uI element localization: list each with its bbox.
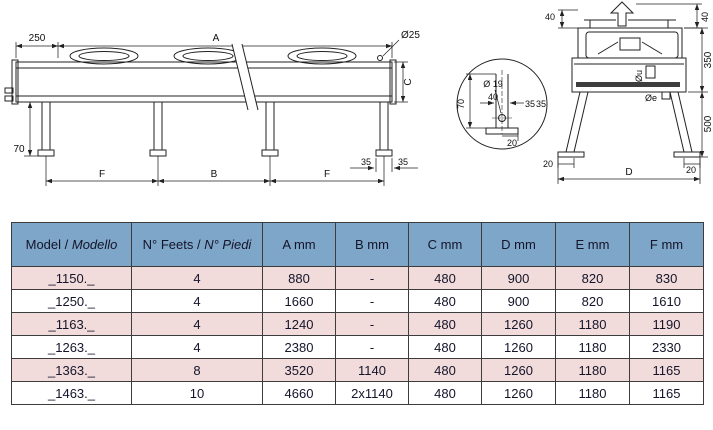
cell-b: -: [335, 335, 409, 359]
cell-model: _1250._: [11, 289, 132, 313]
cell-a: 3520: [262, 358, 336, 382]
cell-d: 1260: [481, 381, 556, 405]
dim-label-40-detail: 40: [488, 92, 498, 102]
col-header-feet: N° Feets / N° Piedi: [131, 222, 263, 267]
dim-label-35a-detail: 35: [525, 99, 535, 109]
cell-model: _1163._: [11, 312, 132, 336]
spec-table-header-row: Model / Modello N° Feets / N° Piedi A mm…: [11, 222, 704, 267]
cell-d: 1260: [481, 312, 556, 336]
dim-label-20-left: 20: [543, 159, 553, 169]
cell-c: 480: [408, 358, 482, 382]
col-header-model: Model / Modello: [11, 222, 132, 267]
dim-label-35-left: 35: [361, 157, 371, 167]
cell-model: _1463._: [11, 381, 132, 405]
dim-label-b: B: [211, 169, 218, 180]
end-view-drawing: [557, 1, 708, 184]
foot-detail-bubble: [456, 58, 548, 150]
dim-label-40-top: 40: [545, 12, 555, 22]
dim-label-70: 70: [13, 144, 25, 155]
label-diameter-u: Øu: [634, 70, 644, 82]
cell-b: 2x1140: [335, 381, 409, 405]
dim-label-a: A: [213, 33, 220, 44]
dim-label-d: D: [625, 167, 632, 178]
cell-a: 1240: [262, 312, 336, 336]
cell-feet: 4: [131, 289, 263, 313]
col-header-a: A mm: [262, 222, 336, 267]
col-header-e: E mm: [555, 222, 630, 267]
cell-b: -: [335, 266, 409, 290]
cell-d: 900: [481, 289, 556, 313]
cell-f: 830: [629, 266, 704, 290]
cell-f: 2330: [629, 335, 704, 359]
dim-lines-bottom: [45, 156, 418, 186]
cell-model: _1150._: [11, 266, 132, 290]
cell-feet: 10: [131, 381, 263, 405]
cell-f: 1610: [629, 289, 704, 313]
cell-f: 1165: [629, 381, 704, 405]
col-header-b: B mm: [335, 222, 409, 267]
cell-b: -: [335, 289, 409, 313]
cell-d: 900: [481, 266, 556, 290]
col-header-d: D mm: [481, 222, 556, 267]
dim-label-d19: Ø 19: [483, 79, 503, 89]
spec-table-row: _1150._ 4 880 - 480 900 820 830: [11, 266, 704, 290]
airflow-arrow-icon: [609, 1, 635, 27]
spec-table: Model / Modello N° Feets / N° Piedi A mm…: [11, 222, 704, 405]
cell-feet: 4: [131, 312, 263, 336]
cell-b: -: [335, 312, 409, 336]
cell-c: 480: [408, 266, 482, 290]
end-view-dim-lines: [557, 3, 708, 184]
cell-f: 1165: [629, 358, 704, 382]
cell-b: 1140: [335, 358, 409, 382]
spec-table-row: _1463._ 10 4660 2x1140 480 1260 1180 116…: [11, 381, 704, 405]
cell-model: _1263._: [11, 335, 132, 359]
dim-label-f-right: F: [324, 169, 330, 180]
dim-label-35b-detail: 35: [536, 99, 546, 109]
dim-label-250: 250: [29, 33, 46, 44]
cell-c: 480: [408, 335, 482, 359]
cell-a: 4660: [262, 381, 336, 405]
cell-e: 1180: [555, 358, 630, 382]
cell-c: 480: [408, 289, 482, 313]
cell-e: 1180: [555, 312, 630, 336]
spec-table-row: _1250._ 4 1660 - 480 900 820 1610: [11, 289, 704, 313]
dim-lines-top: [15, 39, 408, 157]
cell-e: 820: [555, 289, 630, 313]
dim-label-40-right: 40: [700, 12, 710, 22]
cell-c: 480: [408, 381, 482, 405]
cell-feet: 8: [131, 358, 263, 382]
spec-table-row: _1263._ 4 2380 - 480 1260 1180 2330: [11, 335, 704, 359]
cell-e: 1180: [555, 335, 630, 359]
dim-label-20-detail: 20: [507, 138, 517, 148]
dim-label-35-right: 35: [398, 157, 408, 167]
col-header-f: F mm: [629, 222, 704, 267]
cell-f: 1190: [629, 312, 704, 336]
cell-a: 880: [262, 266, 336, 290]
dim-label-f-left: F: [99, 169, 105, 180]
cell-d: 1260: [481, 335, 556, 359]
col-header-c: C mm: [408, 222, 482, 267]
spec-table-row: _1363._ 8 3520 1140 480 1260 1180 1165: [11, 358, 704, 382]
dim-label-c: C: [403, 78, 414, 85]
dim-label-70-detail: 70: [456, 99, 466, 109]
dim-label-350: 350: [703, 51, 713, 68]
cell-e: 820: [555, 266, 630, 290]
dim-label-20-right: 20: [686, 165, 696, 175]
cell-model: _1363._: [11, 358, 132, 382]
label-diameter-e: Øe: [645, 93, 657, 103]
dim-label-d25: Ø25: [401, 30, 420, 41]
side-view-drawing: [4, 39, 418, 186]
legs: [37, 101, 393, 157]
spec-table-row: _1163._ 4 1240 - 480 1260 1180 1190: [11, 312, 704, 336]
cell-a: 2380: [262, 335, 336, 359]
cell-a: 1660: [262, 289, 336, 313]
cell-feet: 4: [131, 335, 263, 359]
cell-feet: 4: [131, 266, 263, 290]
cell-e: 1180: [555, 381, 630, 405]
dim-label-500: 500: [703, 115, 713, 132]
cell-d: 1260: [481, 358, 556, 382]
cell-c: 480: [408, 312, 482, 336]
detail-dim-lines: [466, 73, 524, 141]
technical-drawing: 250 A Ø25 C 70 F B F 35 35 Ø 19 40 70 20…: [4, 1, 713, 186]
